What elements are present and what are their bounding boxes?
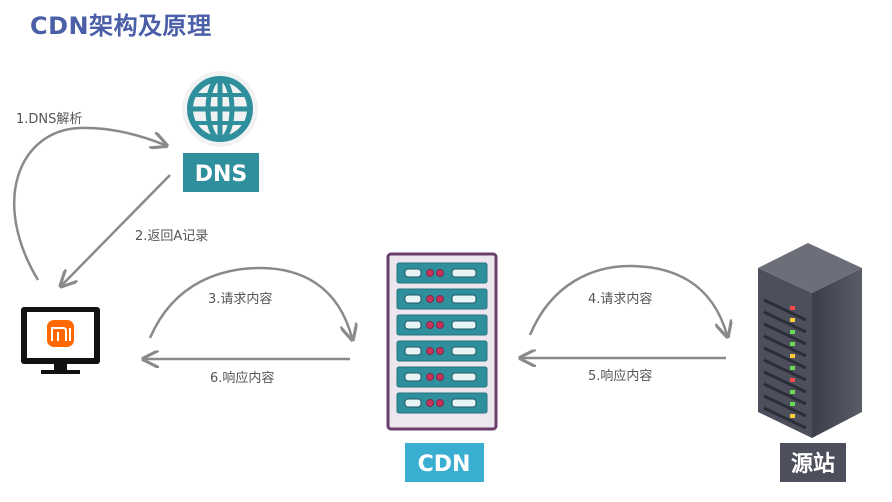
rack-unit <box>396 366 488 388</box>
arrow-dns-resolve <box>13 126 165 281</box>
step-2-label: 2.返回A记录 <box>135 229 208 244</box>
origin-label: 源站 <box>791 452 835 477</box>
tower-slot <box>763 322 807 346</box>
tower-led <box>790 354 795 358</box>
rack-unit <box>396 340 488 362</box>
mi-logo-icon <box>47 320 74 347</box>
tower-slot <box>763 406 807 430</box>
globe-icon <box>182 71 258 147</box>
step-3-label: 3.请求内容 <box>208 291 272 307</box>
step-4-label: 4.请求内容 <box>588 291 652 307</box>
step-5-label: 5.响应内容 <box>588 368 652 384</box>
arrow-client-request <box>148 266 352 338</box>
tower-led <box>790 306 795 310</box>
rack-unit <box>396 288 488 310</box>
rack-unit <box>396 262 488 284</box>
arrow-cdn-request <box>528 264 727 335</box>
step-1-label: 1.DNS解析 <box>16 112 82 127</box>
tower-slot <box>763 358 807 382</box>
tower-led <box>790 414 795 418</box>
tower-slot <box>763 394 807 418</box>
server-rack-icon <box>386 252 498 431</box>
cdn-label: CDN <box>418 452 471 477</box>
tower-led <box>790 342 795 346</box>
rack-unit <box>396 314 488 336</box>
tower-slot <box>763 298 807 322</box>
tower-led <box>790 390 795 394</box>
tower-led <box>790 366 795 370</box>
dns-label: DNS <box>195 162 248 187</box>
monitor-icon <box>21 307 100 374</box>
dns-badge: DNS <box>183 153 259 192</box>
arrow-return-a-record <box>62 174 171 285</box>
tower-slot <box>763 370 807 394</box>
server-tower-icon <box>758 243 862 438</box>
tower-led <box>790 378 795 382</box>
rack-unit <box>396 392 488 414</box>
tower-slot <box>763 346 807 370</box>
page-title: CDN架构及原理 <box>30 12 212 40</box>
origin-badge: 源站 <box>780 443 846 482</box>
tower-led <box>790 402 795 406</box>
tower-led <box>790 330 795 334</box>
tower-slot <box>763 334 807 358</box>
tower-slot <box>763 310 807 334</box>
cdn-badge: CDN <box>405 443 484 482</box>
tower-slot <box>763 382 807 406</box>
step-6-label: 6.响应内容 <box>210 370 274 386</box>
tower-led <box>790 318 795 322</box>
